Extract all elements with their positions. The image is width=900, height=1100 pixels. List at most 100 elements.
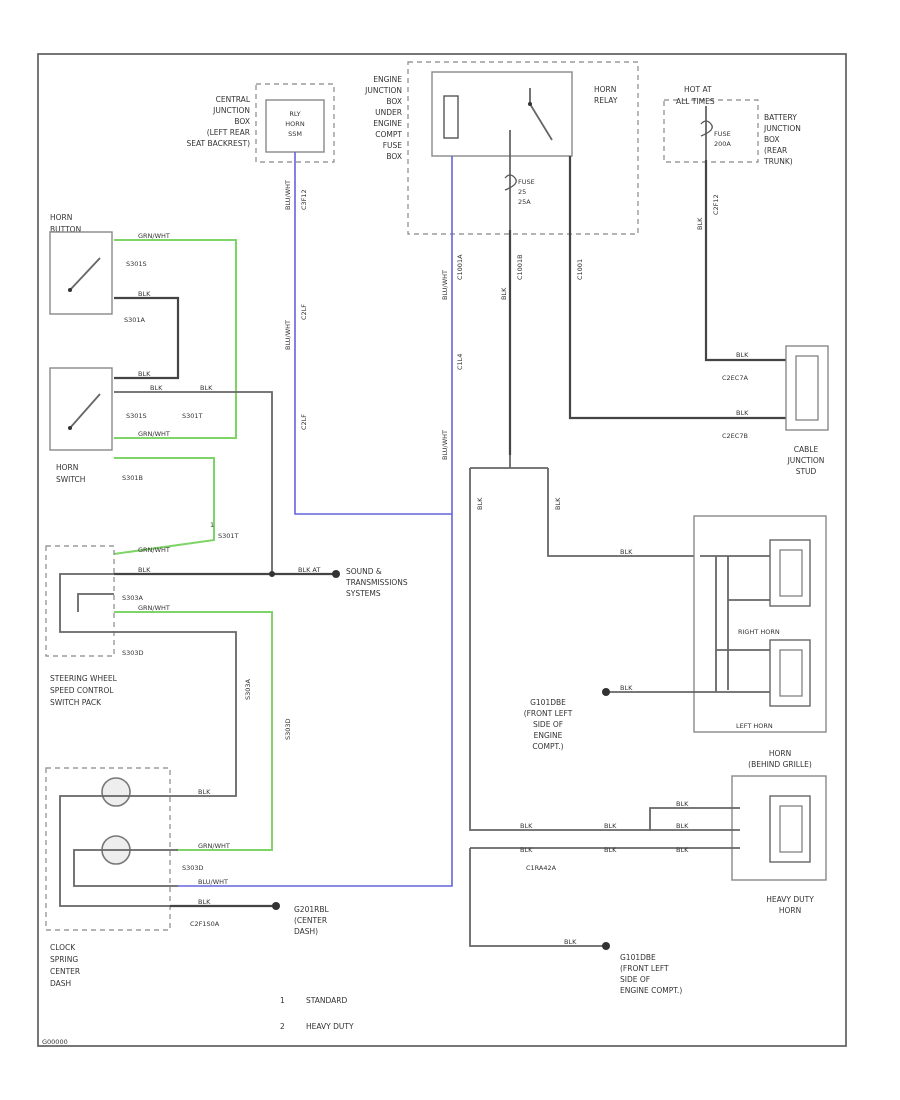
svg-text:25A: 25A <box>518 198 531 206</box>
svg-text:1: 1 <box>210 521 214 529</box>
svg-text:BUTTON: BUTTON <box>50 225 81 234</box>
svg-text:BATTERY: BATTERY <box>764 113 797 122</box>
svg-text:HEAVY DUTY: HEAVY DUTY <box>306 1022 354 1031</box>
blue-wire-ssm <box>294 152 452 515</box>
svg-text:BLU/WHT: BLU/WHT <box>284 320 292 350</box>
heavy-duty-horn-label: HEAVY DUTY HORN <box>766 895 814 915</box>
svg-text:RELAY: RELAY <box>594 96 618 105</box>
clock-spring <box>45 767 171 931</box>
svg-text:ENGINE: ENGINE <box>534 731 563 740</box>
battery-junction-box-label: BATTERY JUNCTION BOX (REAR TRUNK) <box>763 113 801 166</box>
svg-text:HORN: HORN <box>779 906 801 915</box>
svg-text:BLU/WHT: BLU/WHT <box>441 430 449 460</box>
horn-switch-label: HORN SWITCH <box>56 463 85 484</box>
svg-text:UNDER: UNDER <box>375 108 402 117</box>
clock-spring-coil-1 <box>101 777 131 807</box>
green-wire-speed <box>114 611 273 851</box>
svg-text:BLK: BLK <box>198 898 211 906</box>
svg-text:JUNCTION: JUNCTION <box>787 456 825 465</box>
svg-text:BLK: BLK <box>620 548 633 556</box>
svg-text:(FRONT LEFT: (FRONT LEFT <box>620 964 669 973</box>
clock-spring-label: CLOCK SPRING CENTER DASH <box>50 943 80 988</box>
left-horn <box>769 639 811 707</box>
svg-text:S303D: S303D <box>284 718 292 740</box>
svg-text:BOX: BOX <box>764 135 780 144</box>
svg-text:COMPT.): COMPT.) <box>532 742 563 751</box>
svg-text:SPEED CONTROL: SPEED CONTROL <box>50 686 114 695</box>
svg-text:BLK: BLK <box>604 822 617 830</box>
rly-horn-ssm-label: RLY HORN SSM <box>285 110 305 138</box>
cable-junction-stud <box>785 345 829 431</box>
svg-text:G101DBE: G101DBE <box>620 953 656 962</box>
svg-text:BLK: BLK <box>150 384 163 392</box>
svg-text:BLK: BLK <box>138 566 151 574</box>
heavy-duty-horn <box>769 795 811 863</box>
sound-systems-label: SOUND & TRANSMISSIONS SYSTEMS <box>345 567 408 598</box>
svg-text:GRN/WHT: GRN/WHT <box>138 430 170 438</box>
svg-text:C1001: C1001 <box>576 259 584 280</box>
svg-text:C2LF: C2LF <box>300 414 308 430</box>
bus-to-right <box>547 468 700 557</box>
svg-text:200A: 200A <box>714 140 731 148</box>
svg-text:BLK: BLK <box>736 409 749 417</box>
legend: 1 STANDARD 2 HEAVY DUTY <box>280 996 354 1031</box>
svg-text:BLK: BLK <box>520 846 533 854</box>
svg-text:FUSE: FUSE <box>518 178 535 186</box>
svg-text:C2F12: C2F12 <box>712 194 720 215</box>
svg-text:(LEFT REAR: (LEFT REAR <box>207 128 250 137</box>
svg-text:BLK: BLK <box>500 287 508 300</box>
svg-text:DASH: DASH <box>50 979 71 988</box>
relay-coil <box>443 95 459 139</box>
svg-text:SOUND &: SOUND & <box>346 567 382 576</box>
svg-text:CENTER: CENTER <box>50 967 80 976</box>
steering-wheel-label: STEERING WHEEL SPEED CONTROL SWITCH PACK <box>50 674 118 707</box>
svg-text:(FRONT LEFT: (FRONT LEFT <box>524 709 573 718</box>
black-wire-switch-out <box>114 391 273 574</box>
svg-text:GRN/WHT: GRN/WHT <box>138 232 170 240</box>
svg-text:BLK: BLK <box>198 788 211 796</box>
horn-switch <box>49 367 113 451</box>
svg-text:STANDARD: STANDARD <box>306 996 347 1005</box>
svg-text:BOX: BOX <box>386 97 402 106</box>
svg-text:HORN: HORN <box>594 85 616 94</box>
svg-text:S301B: S301B <box>122 474 143 482</box>
svg-text:C2EC7B: C2EC7B <box>722 432 748 440</box>
svg-text:2: 2 <box>280 1022 285 1031</box>
diagram-frame <box>37 53 847 1047</box>
svg-text:G201RBL: G201RBL <box>294 905 329 914</box>
svg-text:BLK: BLK <box>476 497 484 510</box>
svg-text:25: 25 <box>518 188 526 196</box>
diagram-code: G00000 <box>42 1038 68 1046</box>
horn-behind-grille-label: HORN (BEHIND GRILLE) <box>748 749 812 769</box>
svg-text:S301S: S301S <box>126 412 147 420</box>
svg-text:HORN: HORN <box>50 213 72 222</box>
svg-text:STUD: STUD <box>796 467 817 476</box>
svg-text:SEAT BACKREST): SEAT BACKREST) <box>186 139 250 148</box>
right-horn <box>769 539 811 607</box>
engine-junction-box <box>407 61 639 235</box>
svg-text:JUNCTION: JUNCTION <box>763 124 801 133</box>
ground-g201-label: G201RBL (CENTER DASH) <box>294 905 329 936</box>
svg-text:TRUNK): TRUNK) <box>763 157 793 166</box>
green-wire-loop <box>114 239 237 439</box>
svg-text:BLK: BLK <box>564 938 577 946</box>
svg-text:HORN: HORN <box>285 120 305 128</box>
ground-g101-1 <box>602 688 610 696</box>
svg-text:ENGINE: ENGINE <box>373 119 402 128</box>
svg-text:BOX: BOX <box>234 117 250 126</box>
svg-text:C3F12: C3F12 <box>300 189 308 210</box>
hot-at-all-times-label: HOT AT ALL TIMES <box>676 85 715 106</box>
svg-text:FUSE: FUSE <box>383 141 403 150</box>
svg-text:SPRING: SPRING <box>50 955 78 964</box>
svg-text:HORN: HORN <box>769 749 791 758</box>
horn-relay-label: HORN RELAY <box>594 85 618 105</box>
horn-button-top-label: HORN BUTTON <box>50 213 81 234</box>
svg-text:SIDE OF: SIDE OF <box>620 975 650 984</box>
ground-g201 <box>272 902 280 910</box>
svg-text:GRN/WHT: GRN/WHT <box>138 546 170 554</box>
svg-text:BLK: BLK <box>736 351 749 359</box>
right-horn-label: RIGHT HORN <box>738 628 780 636</box>
svg-text:C2EC7A: C2EC7A <box>722 374 748 382</box>
svg-text:BLK: BLK <box>676 800 689 808</box>
svg-text:S303D: S303D <box>122 649 144 657</box>
